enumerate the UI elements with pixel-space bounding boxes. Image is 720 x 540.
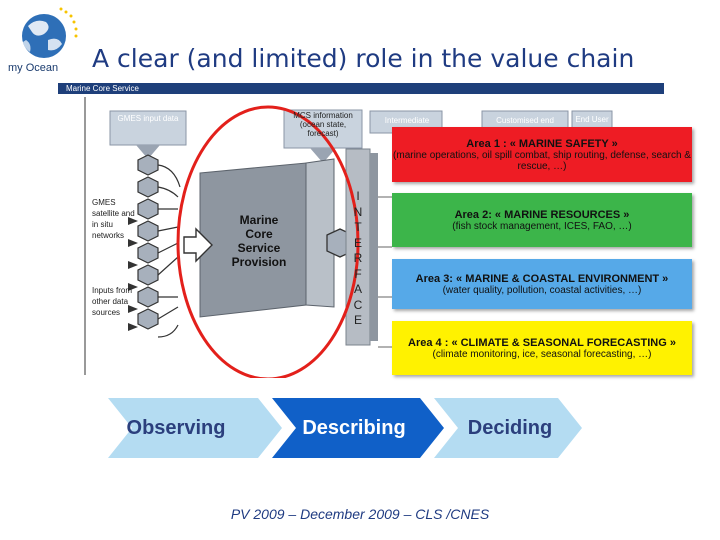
describing-chevron [272,398,444,458]
interface-letter: A [353,282,362,296]
core-word-3: Service [237,241,281,255]
interface-letter: C [353,297,363,312]
area-subtitle: (marine operations, oil spill combat, sh… [393,149,691,172]
area-climate-seasonal-forecasting: Area 4 : « CLIMATE & SEASONAL FORECASTIN… [392,321,692,375]
interface-letter: N [353,204,363,219]
core-word-4: Provision [231,255,287,269]
end-user-label: End User [575,115,609,124]
area-title: Area 2: « MARINE RESOURCES » [454,208,630,221]
deciding-label: Deciding [467,416,553,439]
customised-end-label: Customised end [496,116,554,125]
page-title: A clear (and limited) role in the value … [92,44,635,73]
myocean-logo [22,7,78,58]
interface-letter: E [353,313,362,327]
footer-text: PV 2009 – December 2009 – CLS /CNES [230,506,490,522]
interface-letter: F [354,266,362,281]
section-banner [58,83,664,94]
value-chain-chevrons [108,398,582,458]
value-chain-diagram: GMES input data MCS information (ocean s… [84,97,696,378]
core-word-2: Core [245,227,273,241]
intermediate-label: Intermediate [384,116,430,125]
interface-letter: T [354,220,362,234]
gmes-input-label: GMES input data [117,114,179,123]
mcs-info-label: MCS information (ocean state, forecast) [293,111,353,138]
area-marine-safety: Area 1 : « MARINE SAFETY » (marine opera… [392,127,692,182]
area-subtitle: (climate monitoring, ice, seasonal forec… [432,348,652,360]
area-title: Area 3: « MARINE & COASTAL ENVIRONMENT » [415,272,669,285]
interface-letter: I [356,189,360,203]
core-service-label: Marine Core Service Provision [224,213,294,269]
area-subtitle: (fish stock management, ICES, FAO, …) [452,220,632,232]
mcs-info-box [283,109,363,149]
describing-label: Describing [302,416,406,439]
area-subtitle: (water quality, pollution, coastal activ… [442,284,642,296]
area-title: Area 4 : « CLIMATE & SEASONAL FORECASTIN… [408,336,676,349]
interface-letter: R [353,251,363,265]
area-title: Area 1 : « MARINE SAFETY » [466,137,618,150]
highlight-ellipse [176,105,360,378]
interface-letter: E [353,235,362,250]
other-sources-label: Inputs from other data sources [92,286,133,317]
interface-label: I N T E R F A C E [346,189,370,329]
deciding-chevron [434,398,582,458]
area-marine-coastal-environment: Area 3: « MARINE & COASTAL ENVIRONMENT »… [392,259,692,309]
section-banner-label: Marine Core Service [66,84,139,93]
logo-text: my Ocean [8,62,59,74]
area-marine-resources: Area 2: « MARINE RESOURCES » (fish stock… [392,193,692,247]
core-word-1: Marine [239,213,279,227]
observing-chevron [108,398,282,458]
satellite-networks-label: GMES satellite and in situ networks [92,198,135,240]
observing-label: Observing [126,416,226,439]
